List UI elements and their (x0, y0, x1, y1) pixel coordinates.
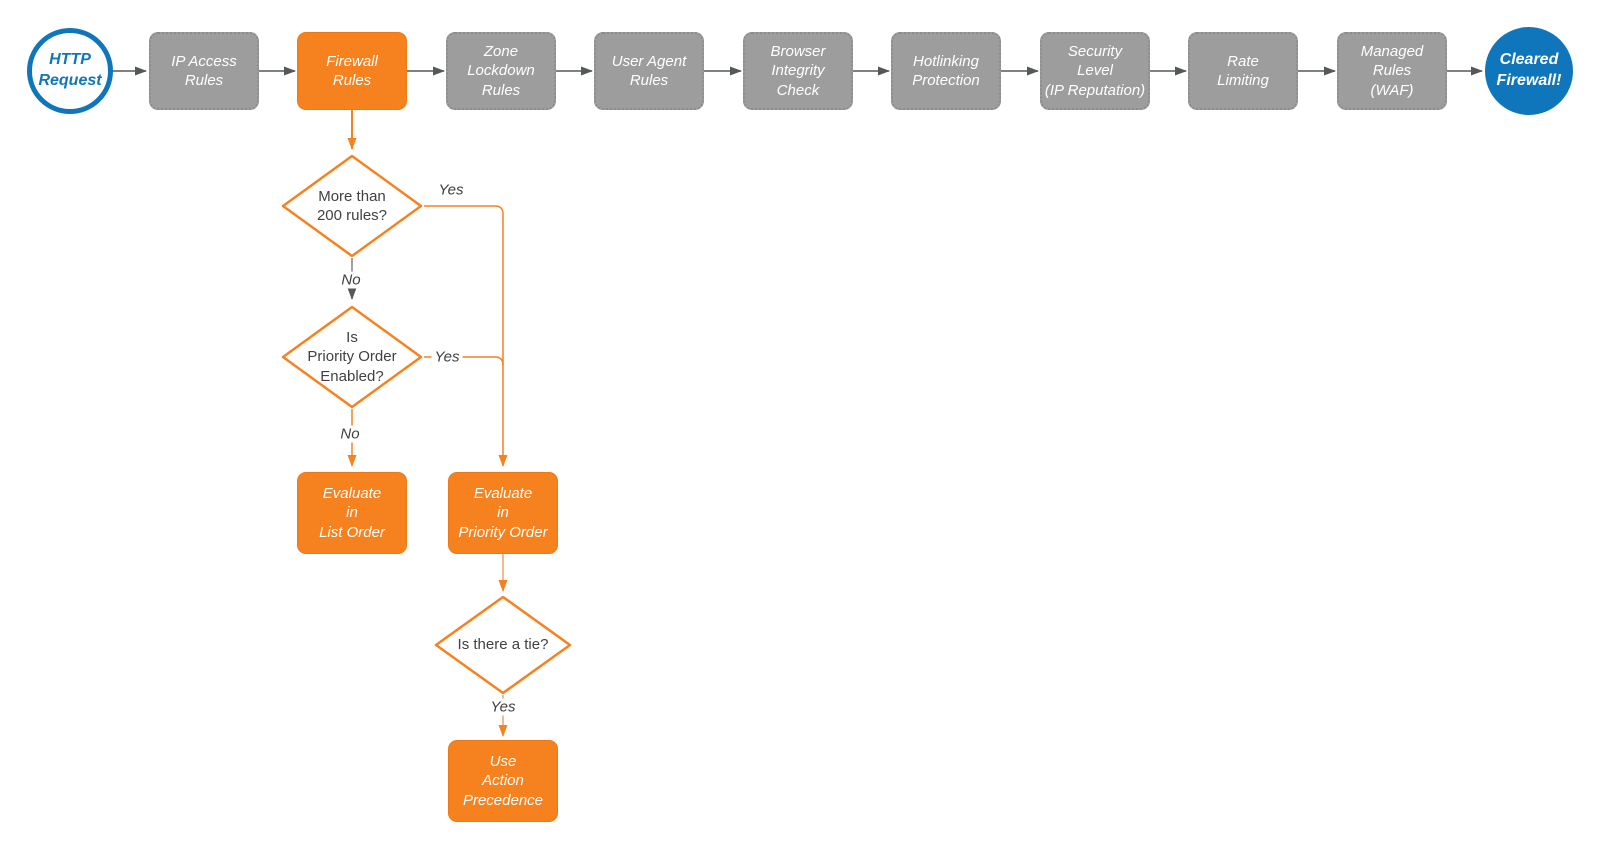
outcome-evaluate-list-order: Evaluate in List Order (297, 472, 407, 554)
decision-label: Is Priority Order Enabled? (307, 328, 397, 385)
step-label: IP Access Rules (171, 52, 237, 89)
diamond-shape (281, 305, 423, 409)
step-label: Browser Integrity Check (770, 43, 826, 99)
outcome-label: Evaluate in List Order (319, 485, 385, 541)
end-node-cleared-firewall: Cleared Firewall! (1485, 27, 1573, 115)
step-label: Zone Lockdown Rules (467, 43, 535, 99)
edge-label-decision1-no: No (338, 271, 364, 289)
step-browser-integrity-check: Browser Integrity Check (743, 32, 853, 110)
edge-label-decision2-no: No (337, 425, 363, 443)
step-label: Hotlinking Protection (912, 52, 980, 89)
step-label: Firewall Rules (326, 52, 378, 89)
step-user-agent-rules: User Agent Rules (594, 32, 704, 110)
decision-more-than-200-rules: More than 200 rules? (280, 154, 424, 258)
start-node-label: HTTP Request (38, 51, 102, 89)
edge-decision1-yes-to-priority-order (424, 205, 508, 467)
outcome-label: Evaluate in Priority Order (458, 485, 548, 541)
decision-label: Is there a tie? (457, 636, 549, 654)
step-label: Security Level (IP Reputation) (1044, 43, 1146, 99)
edge-decision2-yes-join (424, 356, 504, 366)
step-label: Managed Rules (WAF) (1360, 43, 1424, 99)
step-label: Rate Limiting (1217, 52, 1269, 89)
start-node-http-request: HTTP Request (27, 28, 113, 114)
decision-priority-order-enabled: Is Priority Order Enabled? (280, 305, 424, 409)
edge-label-decision1-yes: Yes (435, 181, 467, 199)
step-rate-limiting: Rate Limiting (1188, 32, 1298, 110)
decision-label: More than 200 rules? (316, 187, 388, 225)
step-zone-lockdown-rules: Zone Lockdown Rules (446, 32, 556, 110)
diamond-shape (281, 154, 423, 258)
step-firewall-rules: Firewall Rules (297, 32, 407, 110)
end-node-label: Cleared Firewall! (1496, 51, 1562, 89)
step-hotlinking-protection: Hotlinking Protection (891, 32, 1001, 110)
step-security-level: Security Level (IP Reputation) (1040, 32, 1150, 110)
edge-label-decision2-yes: Yes (431, 348, 463, 366)
outcome-evaluate-priority-order: Evaluate in Priority Order (448, 472, 558, 554)
outcome-label: Use Action Precedence (462, 753, 544, 809)
diamond-shape (434, 595, 572, 695)
edge-label-decision3-yes: Yes (487, 698, 519, 716)
step-ip-access-rules: IP Access Rules (149, 32, 259, 110)
step-label: User Agent Rules (611, 52, 687, 89)
step-managed-rules-waf: Managed Rules (WAF) (1337, 32, 1447, 110)
outcome-use-action-precedence: Use Action Precedence (448, 740, 558, 822)
decision-is-there-a-tie: Is there a tie? (433, 595, 573, 695)
